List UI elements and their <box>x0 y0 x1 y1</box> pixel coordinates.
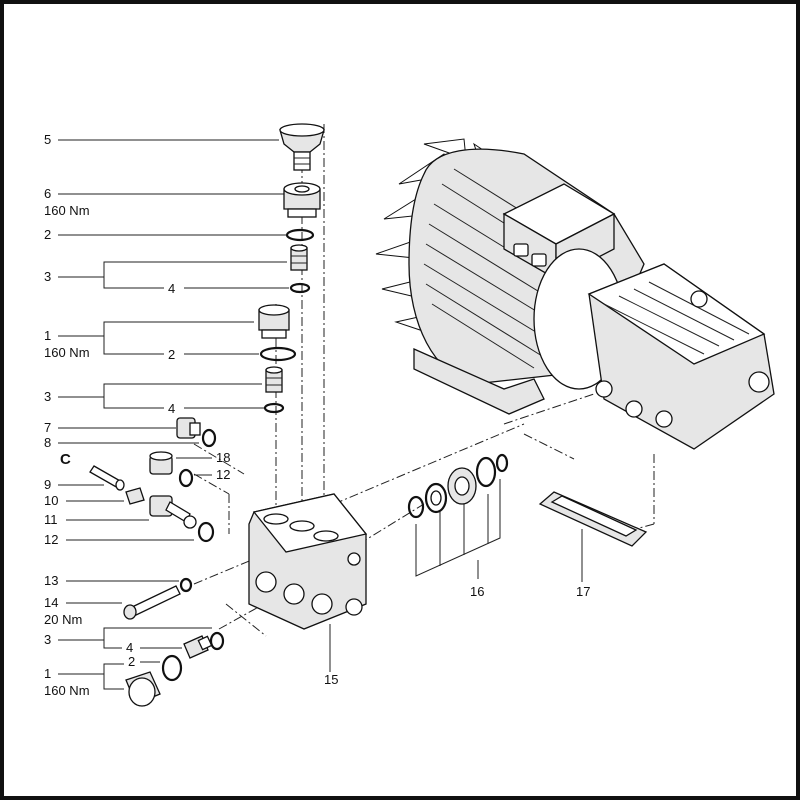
part-2-oring-mid <box>259 346 297 362</box>
part13-axis-line <box>193 558 255 585</box>
part-13-washer <box>179 577 193 593</box>
label-4-mid: 4 <box>168 401 175 416</box>
part-3-valve-mid <box>265 366 283 393</box>
label-2-top: 2 <box>44 227 51 242</box>
leader-1-top-branch <box>103 336 164 355</box>
leader-3-bottom <box>58 627 212 641</box>
label-13: 13 <box>44 573 58 588</box>
label-2-bottom: 2 <box>128 654 135 669</box>
head-to-pump-line-1 <box>333 423 525 505</box>
part-1-plug-bottom <box>125 671 161 707</box>
leader-3-top <box>58 261 287 278</box>
label-10: 10 <box>44 493 58 508</box>
label-14-torque: 20 Nm <box>44 612 82 627</box>
pump-crankcase <box>587 263 775 450</box>
part18-axis-line <box>193 473 230 495</box>
label-1-top-torque: 160 Nm <box>44 345 90 360</box>
label-c: C <box>60 451 71 468</box>
label-9: 9 <box>44 477 51 492</box>
label-18: 18 <box>216 450 230 465</box>
label-4-bottom: 4 <box>126 640 133 655</box>
label-4-top: 4 <box>168 281 175 296</box>
leader-1-top <box>58 321 254 337</box>
part-3-valve-bottom <box>183 635 213 659</box>
leader-16-outer <box>415 479 501 577</box>
part-2-oring-top <box>285 228 315 242</box>
label-3-mid: 3 <box>44 389 51 404</box>
pump-bottom-line <box>523 433 575 460</box>
part7-axis-line <box>193 443 245 475</box>
leader-3-mid <box>58 383 262 398</box>
motor-pump-assembly <box>375 138 775 450</box>
leader-1-bottom <box>58 663 124 675</box>
label-1-bottom-torque: 160 Nm <box>44 683 90 698</box>
part-15-pump-head <box>248 493 368 630</box>
exploded-parts-diagram: 5 6 160 Nm 2 3 4 1 160 Nm 2 3 4 7 8 C 18… <box>44 123 775 707</box>
leader-3-mid-branch <box>103 397 164 409</box>
label-8: 8 <box>44 435 51 450</box>
part-1-plug-top <box>258 304 290 339</box>
part-5-valve-cap <box>279 123 325 171</box>
motor-foot <box>413 347 545 415</box>
part-4-ring-mid <box>263 402 285 414</box>
part-3-valve-top <box>290 244 308 271</box>
part-12-ring-lower <box>197 521 215 543</box>
label-1-top: 1 <box>44 328 51 343</box>
label-3-top: 3 <box>44 269 51 284</box>
seal-axis-line <box>503 393 595 425</box>
part-7-plug <box>176 417 201 439</box>
label-2-mid: 2 <box>168 347 175 362</box>
label-12-lower: 12 <box>44 532 58 547</box>
label-15: 15 <box>324 672 338 687</box>
part-14-screw <box>123 585 181 620</box>
label-6: 6 <box>44 186 51 201</box>
leader-3-top-branch <box>103 277 164 289</box>
label-1-bottom: 1 <box>44 666 51 681</box>
label-6-torque: 160 Nm <box>44 203 90 218</box>
label-5: 5 <box>44 132 51 147</box>
label-11: 11 <box>44 512 58 527</box>
part-4-ring-top <box>289 282 311 294</box>
part-9-pin <box>89 465 125 491</box>
part-12-ring-upper <box>178 468 194 488</box>
head-to-pump-line-2 <box>358 503 425 545</box>
part-10-cap <box>125 487 145 505</box>
part1c-axis-line <box>225 603 267 637</box>
part-18-plug <box>149 451 173 475</box>
part-11-valve <box>149 495 197 529</box>
part-6-valve-nut <box>283 182 321 218</box>
label-3-bottom: 3 <box>44 632 51 647</box>
label-17: 17 <box>576 584 590 599</box>
label-16: 16 <box>470 584 484 599</box>
leader-3-bottom-branch <box>103 640 122 649</box>
part-16-seal-set <box>407 453 509 519</box>
label-7: 7 <box>44 420 51 435</box>
label-12-upper: 12 <box>216 467 230 482</box>
part-2-oring-bottom <box>161 654 183 682</box>
leader-1-bottom-branch <box>103 674 124 690</box>
part-8-ring <box>201 428 217 448</box>
label-14: 14 <box>44 595 58 610</box>
part-4-ring-bottom <box>209 631 225 651</box>
part-17-cover-plate <box>538 491 648 547</box>
